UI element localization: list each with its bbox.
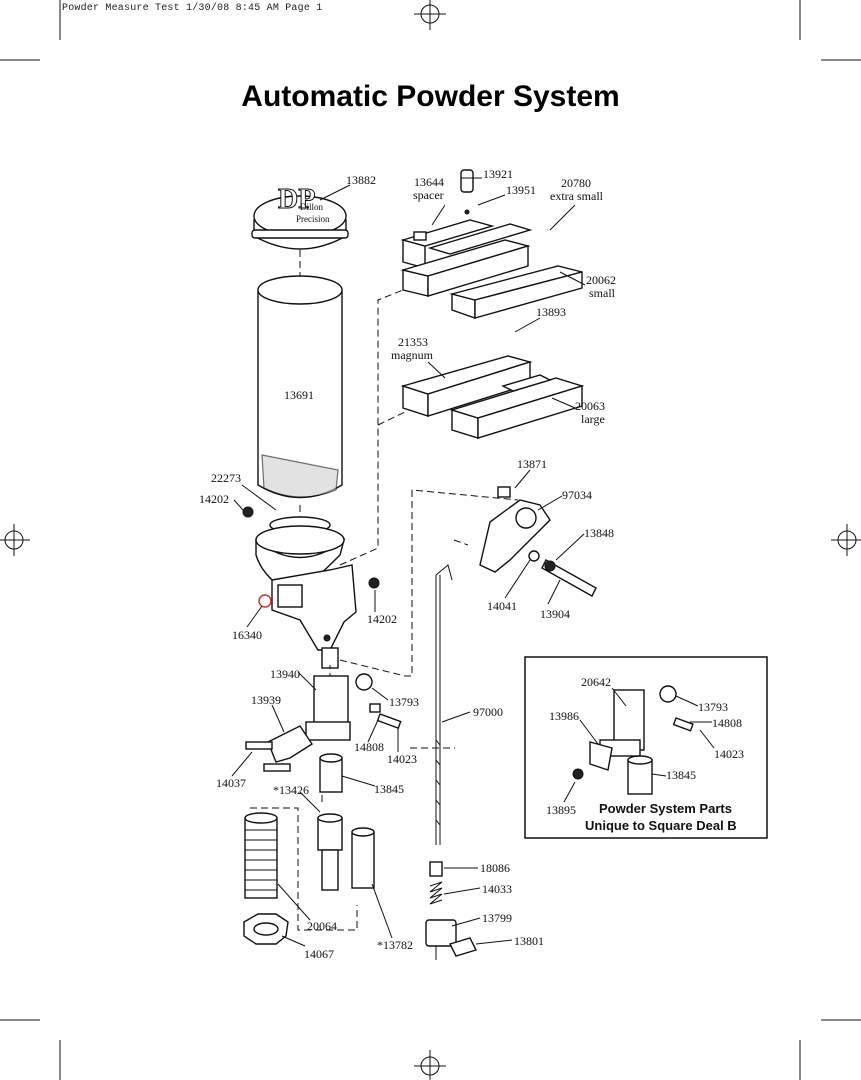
label-13882: 13882: [346, 173, 376, 187]
label-14033: 14033: [482, 882, 512, 896]
label-20780-desc: extra small: [550, 189, 604, 203]
callout-box-parts: [572, 685, 694, 795]
label-20780: 20780: [561, 176, 591, 190]
box-label-13986: 13986: [549, 709, 579, 723]
label-13691: 13691: [284, 388, 314, 402]
part-labels: 13882 13644 spacer 13921 13951 20780 ext…: [199, 167, 744, 961]
label-20064: 20064: [307, 919, 337, 933]
label-13782: *13782: [377, 938, 413, 952]
hopper-lid: DP Dillon Precision: [251, 184, 349, 250]
label-22273: 22273: [211, 471, 241, 485]
label-13951: 13951: [506, 183, 536, 197]
label-97000: 97000: [473, 705, 503, 719]
label-21353: 21353: [398, 335, 428, 349]
callout-box-title-2: Unique to Square Deal B: [585, 818, 737, 833]
box-label-14808: 14808: [712, 716, 742, 730]
label-20063: 20063: [575, 399, 605, 413]
failsafe-rod: [435, 564, 453, 845]
adjustment-screw: [460, 169, 474, 215]
label-13801: 13801: [514, 934, 544, 948]
rod-hardware: [425, 861, 477, 960]
label-20062: 20062: [586, 273, 616, 287]
leader-lines: [231, 177, 715, 947]
box-label-13793: 13793: [698, 700, 728, 714]
label-13871: 13871: [517, 457, 547, 471]
label-16340: 16340: [232, 628, 262, 642]
label-13644: 13644: [414, 175, 444, 189]
label-13426: *13426: [273, 783, 309, 797]
label-14808: 14808: [354, 740, 384, 754]
label-14202-a: 14202: [199, 492, 229, 506]
powder-funnels: [243, 753, 375, 945]
label-97034: 97034: [562, 488, 592, 502]
box-label-13845: 13845: [666, 768, 696, 782]
label-14041: 14041: [487, 599, 517, 613]
box-label-14023: 14023: [714, 747, 744, 761]
label-14037: 14037: [216, 776, 246, 790]
label-13644-desc: spacer: [413, 188, 444, 202]
print-header: Powder Measure Test 1/30/08 8:45 AM Page…: [62, 3, 323, 14]
label-13940: 13940: [270, 667, 300, 681]
failsafe-bellcrank: [479, 486, 597, 597]
powder-bars: [400, 219, 585, 439]
label-21353-desc: magnum: [391, 348, 434, 362]
label-20062-desc: small: [589, 286, 616, 300]
label-13799: 13799: [482, 911, 512, 925]
box-label-20642: 20642: [581, 675, 611, 689]
label-13904: 13904: [540, 607, 570, 621]
logo-line-2: Precision: [296, 214, 330, 224]
label-18086: 18086: [480, 861, 510, 875]
page-title: Automatic Powder System: [241, 80, 620, 113]
label-14067: 14067: [304, 947, 334, 961]
label-13893: 13893: [536, 305, 566, 319]
callout-box-frame: [524, 656, 768, 839]
label-13939: 13939: [251, 693, 281, 707]
logo-line-1: Dillon: [300, 202, 324, 212]
label-14202-b: 14202: [367, 612, 397, 626]
powder-funnel: [255, 516, 357, 669]
label-13921: 13921: [483, 167, 513, 181]
box-label-13895: 13895: [546, 803, 576, 817]
label-13848: 13848: [584, 526, 614, 540]
hopper-tube: [257, 275, 343, 499]
callout-box-title-1: Powder System Parts: [599, 801, 732, 816]
svg-text:DP: DP: [278, 184, 315, 215]
label-20063-desc: large: [581, 412, 605, 426]
label-13793: 13793: [389, 695, 419, 709]
label-13845: 13845: [374, 782, 404, 796]
label-14023: 14023: [387, 752, 417, 766]
powder-die-assembly: [245, 673, 402, 772]
